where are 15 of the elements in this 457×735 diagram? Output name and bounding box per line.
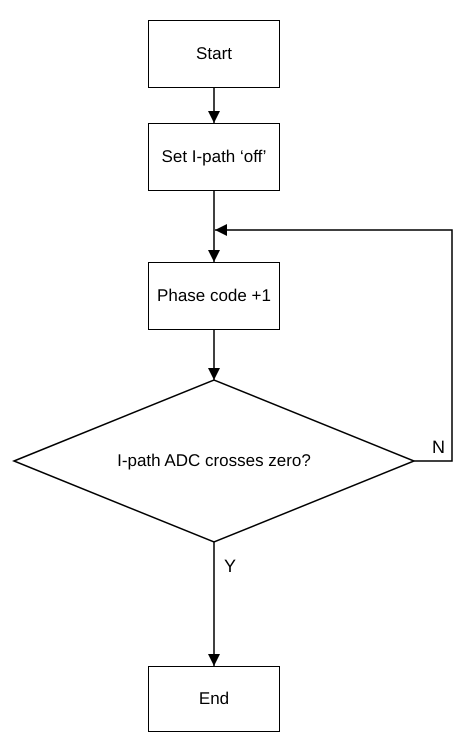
node-text: Start: [195, 44, 233, 64]
process-box: [148, 262, 280, 330]
arrow: [208, 191, 220, 262]
arrow: [208, 542, 220, 666]
arrow: [208, 330, 220, 380]
process-box: [148, 666, 280, 732]
arrow: [208, 88, 220, 123]
arrow: [215, 224, 453, 462]
node-text: I-path ADC crosses zero?: [116, 451, 312, 471]
process-box: [148, 20, 280, 88]
decision-diamond: [14, 380, 414, 542]
node-text: Phase code +1: [156, 286, 272, 306]
node-text: Set I-path ‘off’: [160, 147, 268, 167]
process-box: [148, 123, 280, 191]
node-text: End: [198, 689, 230, 709]
